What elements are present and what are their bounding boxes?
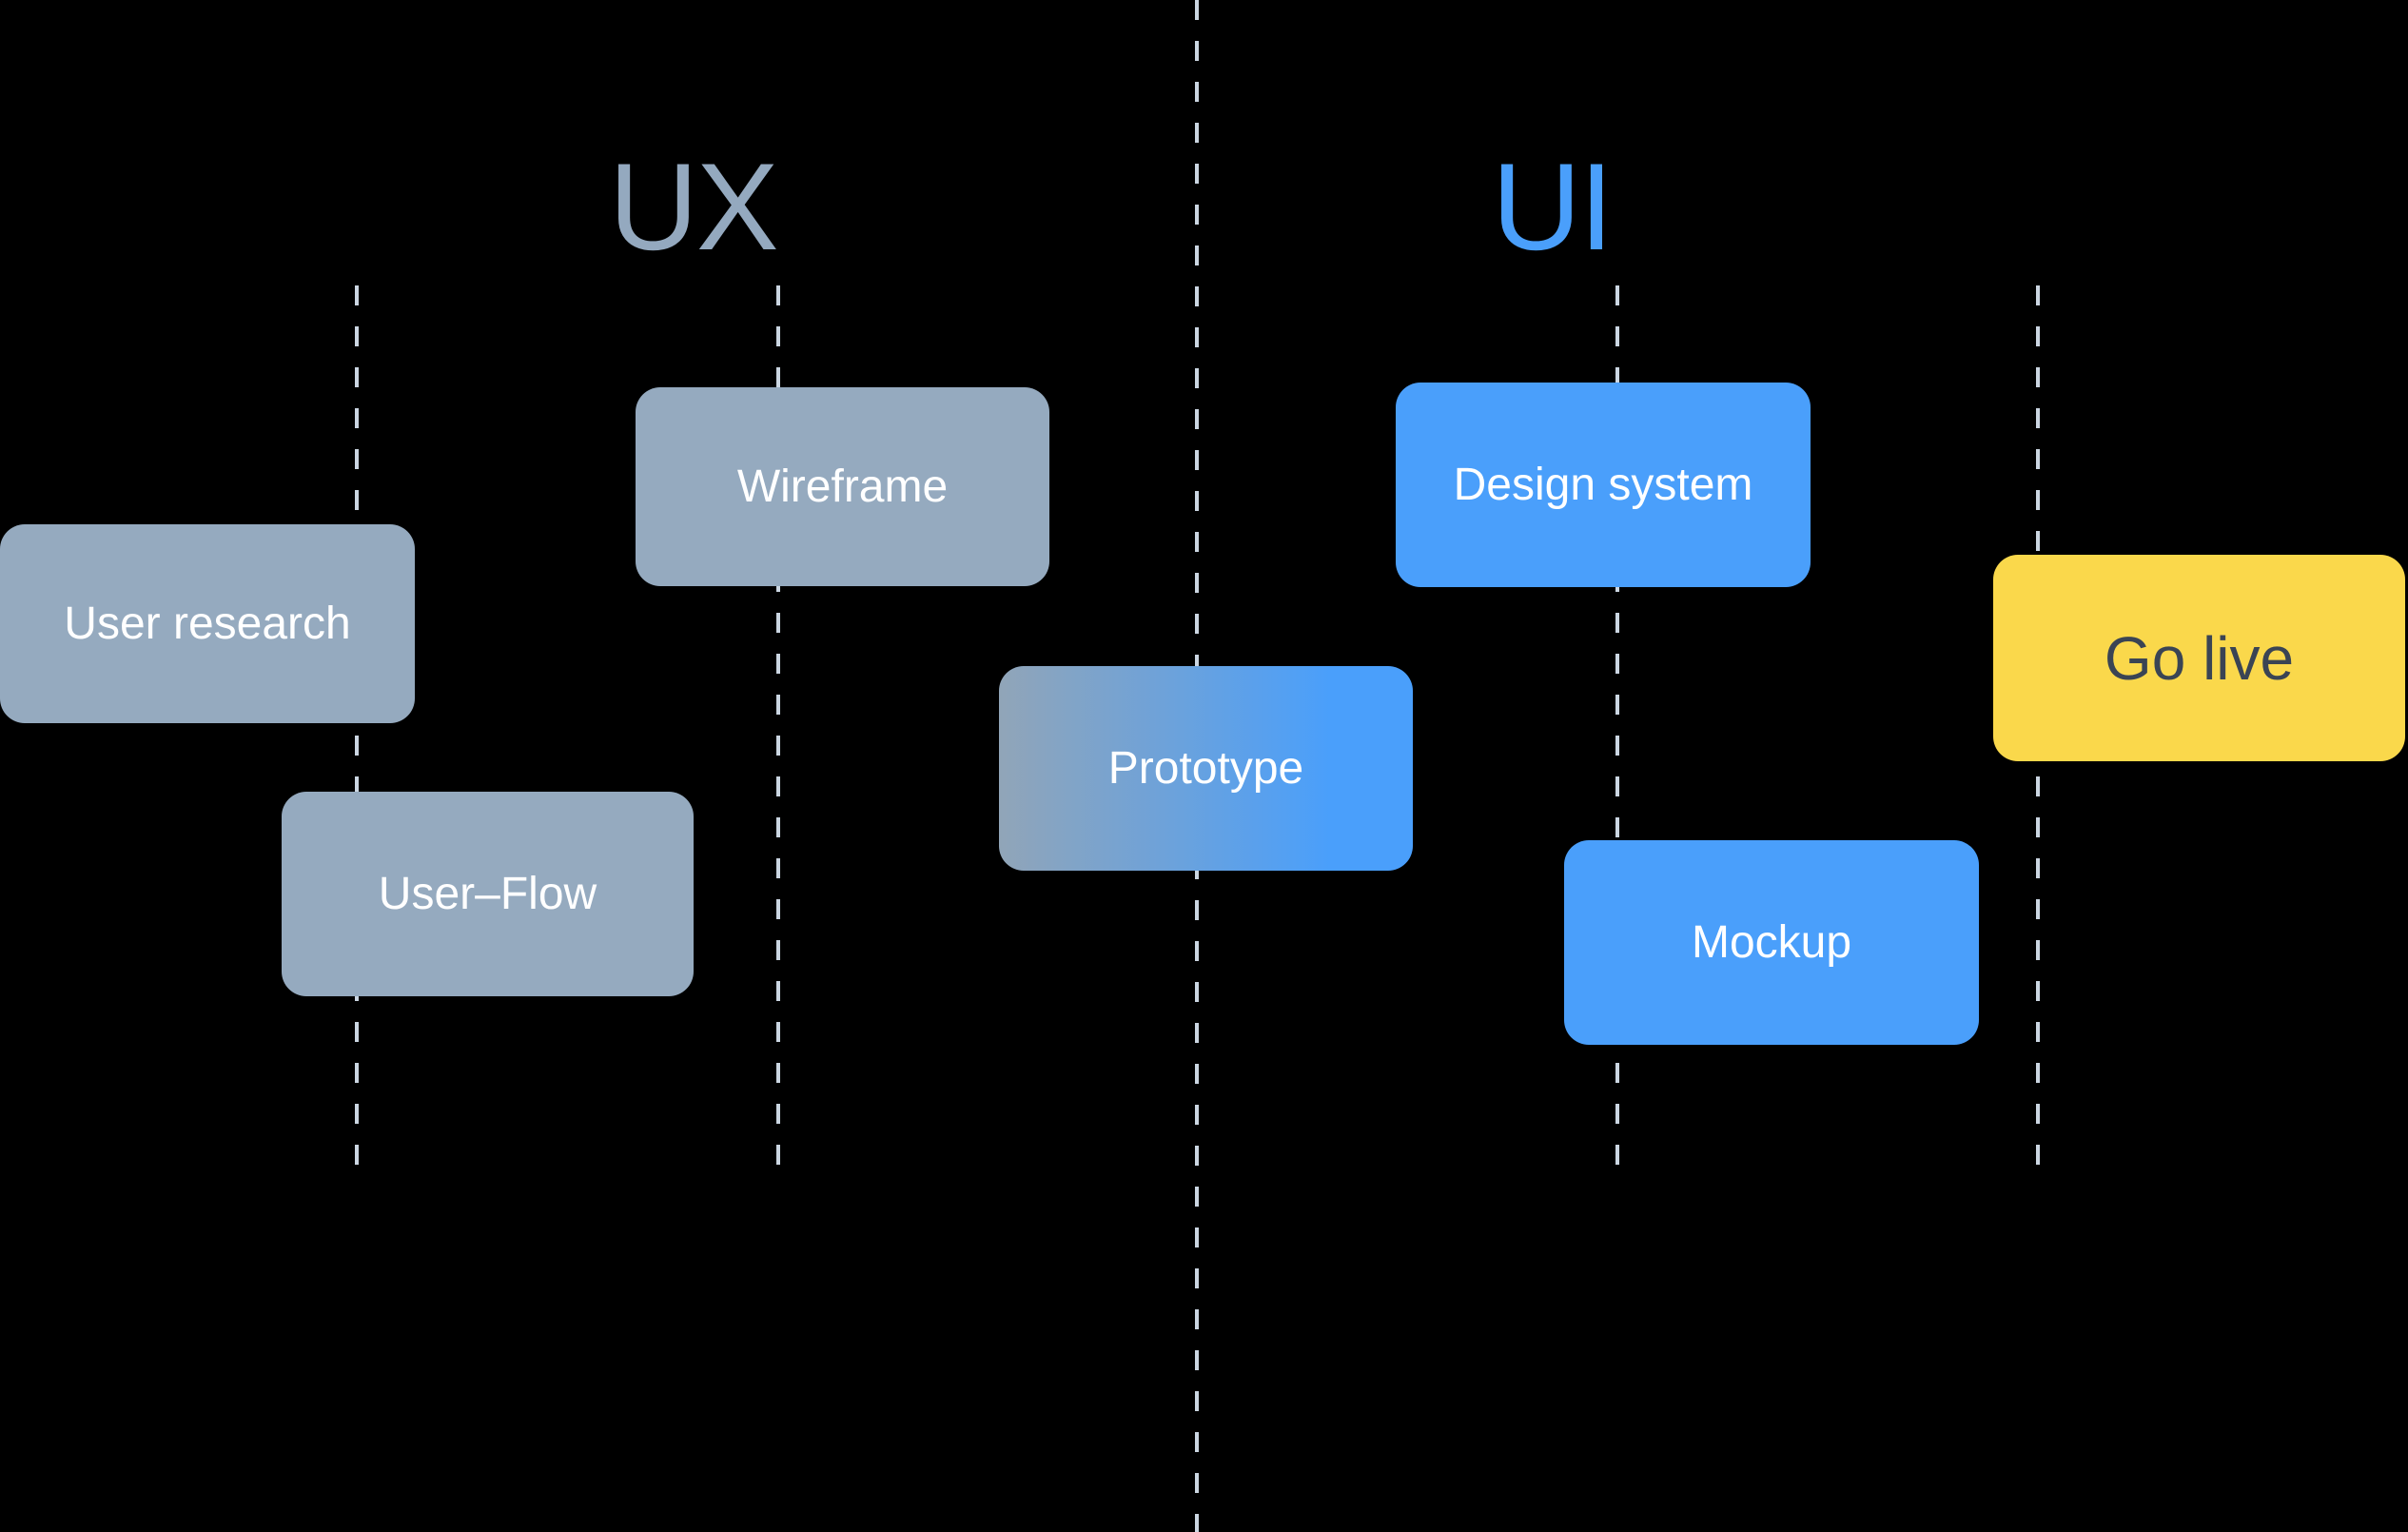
lane-divider-line-4 — [1615, 285, 1619, 1167]
task-label: Go live — [2104, 623, 2295, 693]
task-card-go-live[interactable]: Go live — [1993, 555, 2405, 761]
task-label: Design system — [1453, 460, 1753, 510]
task-label: Prototype — [1107, 743, 1304, 794]
task-card-user-flow[interactable]: User–Flow — [282, 792, 694, 996]
task-card-mockup[interactable]: Mockup — [1564, 840, 1979, 1045]
task-label: User–Flow — [378, 869, 597, 919]
task-card-design-system[interactable]: Design system — [1396, 383, 1811, 587]
lane-divider-line-2 — [776, 285, 780, 1167]
task-card-wireframe[interactable]: Wireframe — [636, 387, 1049, 586]
task-label: User research — [64, 599, 351, 649]
task-label: Wireframe — [736, 462, 949, 512]
section-header-ui: UI — [1492, 137, 1614, 276]
lane-divider-line-1 — [355, 285, 359, 1167]
task-label: Mockup — [1691, 917, 1852, 968]
section-header-ux: UX — [609, 137, 779, 276]
task-card-prototype[interactable]: Prototype — [999, 666, 1413, 871]
task-card-user-research[interactable]: User research — [0, 524, 415, 723]
